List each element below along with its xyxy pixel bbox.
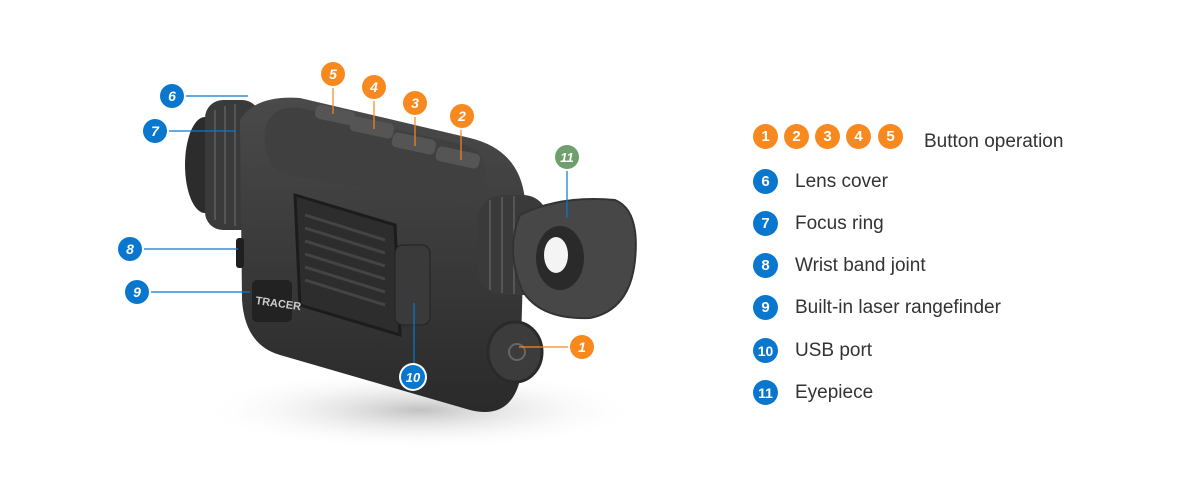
legend-badge-2: 2	[784, 124, 809, 149]
button-2[interactable]	[435, 146, 481, 170]
vent-slats	[304, 213, 386, 307]
legend-label-button-operation: Button operation	[924, 131, 1064, 152]
button-3[interactable]	[391, 132, 437, 156]
leader-lines	[138, 80, 573, 370]
usb-port-cover	[394, 244, 431, 326]
callout-8: 8	[118, 237, 142, 261]
legend-badge-11: 11	[753, 380, 778, 405]
top-panel	[264, 107, 485, 205]
power-button[interactable]	[486, 320, 544, 384]
callout-7: 7	[143, 119, 167, 143]
brand-plate	[252, 280, 292, 322]
legend-label-eyepiece: Eyepiece	[795, 382, 874, 403]
focus-ring-grip	[214, 104, 236, 226]
legend-badge-7: 7	[753, 211, 778, 236]
button-5[interactable]	[314, 104, 356, 126]
legend-label-usb-port: USB port	[795, 340, 873, 361]
legend-label-focus-ring: Focus ring	[795, 213, 884, 234]
callout-9: 9	[125, 280, 149, 304]
legend-badge-9: 9	[753, 295, 778, 320]
legend-label-laser-rangefinder: Built-in laser rangefinder	[795, 297, 1001, 318]
legend-badge-10: 10	[753, 338, 778, 363]
legend-label-lens-cover: Lens cover	[795, 171, 888, 192]
monocular-illustration: TRACER	[138, 80, 640, 450]
callout-6: 6	[160, 84, 184, 108]
legend-badge-4: 4	[846, 124, 871, 149]
drop-shadow	[200, 370, 640, 450]
eyepiece-glass	[544, 237, 568, 273]
callout-5: 5	[321, 62, 345, 86]
wrist-band-joint	[236, 238, 244, 268]
legend-label-wrist-band-joint: Wrist band joint	[795, 255, 926, 276]
power-icon	[508, 343, 526, 361]
callout-4: 4	[362, 75, 386, 99]
legend-badge-1: 1	[753, 124, 778, 149]
callout-11: 11	[555, 145, 579, 169]
legend-badge-5: 5	[878, 124, 903, 149]
callout-1: 1	[570, 335, 594, 359]
legend-badge-6: 6	[753, 169, 778, 194]
callout-3: 3	[403, 91, 427, 115]
callout-10: 10	[401, 365, 425, 389]
button-4[interactable]	[349, 116, 395, 140]
legend-badge-8: 8	[753, 253, 778, 278]
callout-2: 2	[450, 104, 474, 128]
legend-badge-3: 3	[815, 124, 840, 149]
